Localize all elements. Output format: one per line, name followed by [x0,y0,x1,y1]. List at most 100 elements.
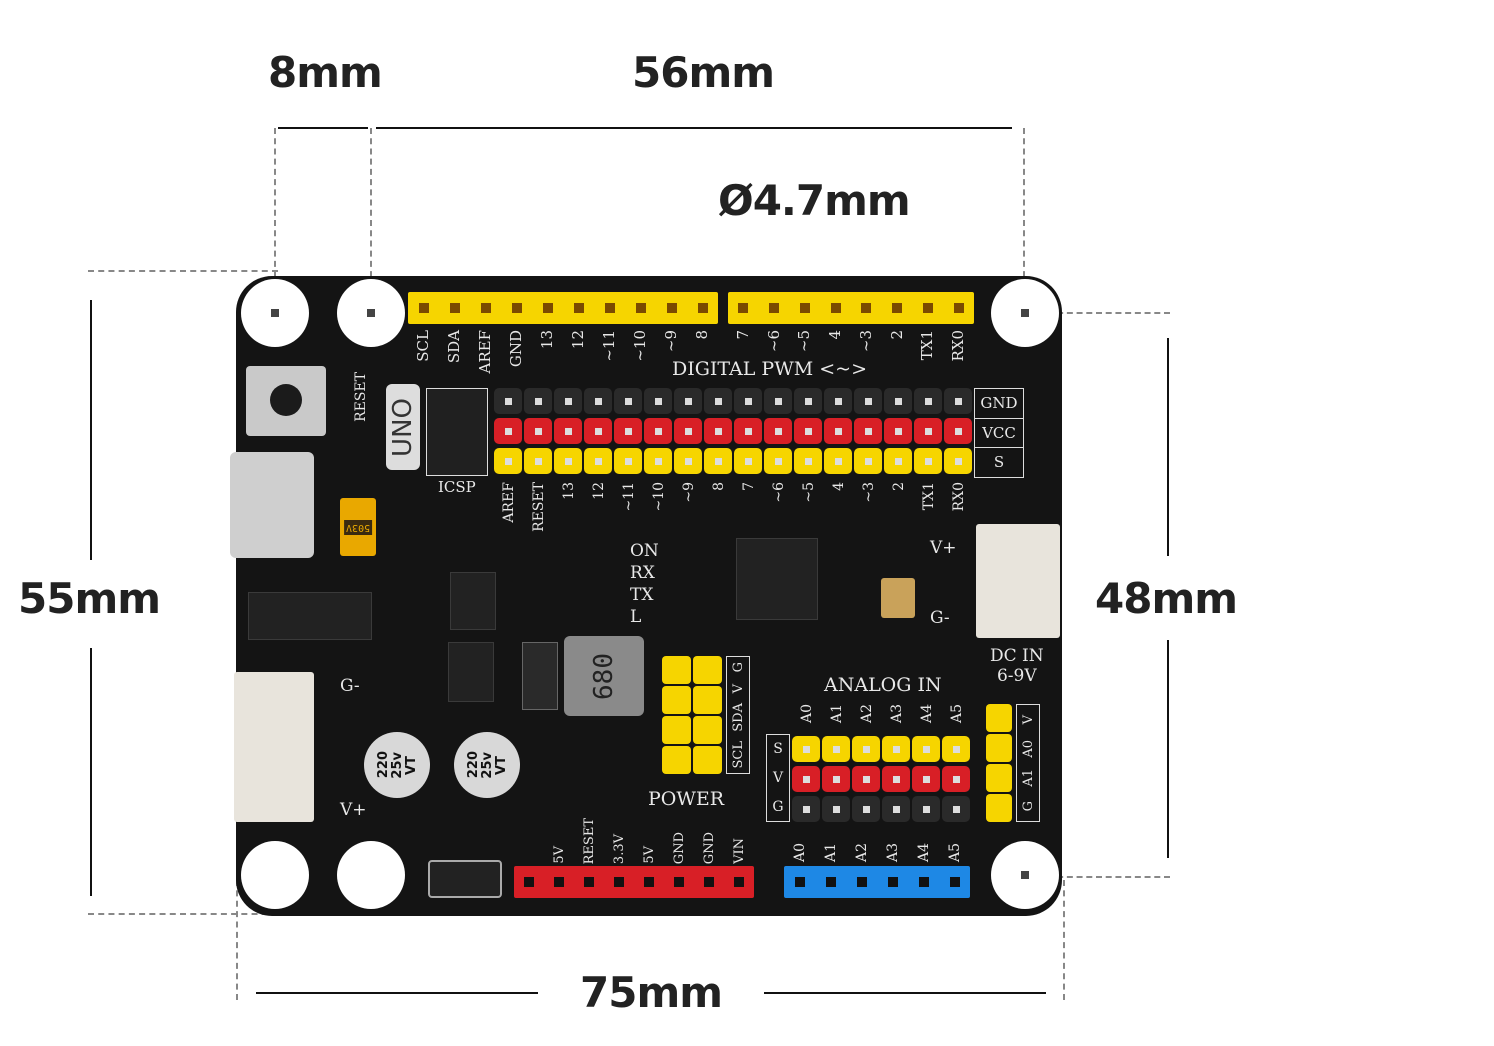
guide-line [88,913,278,915]
pin-label: ~10 [631,330,649,362]
icsp-label: ICSP [438,478,476,496]
bottom-analog-label: A3 [884,842,901,862]
analog-label: A3 [889,704,905,724]
regulator-chip [450,572,496,630]
guide-line [1028,876,1170,878]
pin-label: GND [507,330,525,368]
pin-label: RX0 [949,330,968,362]
pin-label: 4 [831,482,847,491]
crystal [881,578,915,618]
smd-diode [428,860,502,898]
top-header-right [728,292,974,324]
power-labels: 5V RESET 3.3V 5V GND GND VIN [544,812,754,864]
reset-label: RESET [353,372,369,422]
analog-row-vcc [792,766,972,792]
pin-label: SCL [414,330,432,362]
power-label: GND [671,831,687,864]
analog-row-label: S [773,741,783,758]
led-label-tx: TX [630,585,654,605]
analog-header [784,866,970,898]
pin-label: 13 [561,482,577,500]
mounting-hole [337,279,405,347]
dim-hole-span-horizontal: 56mm [632,48,775,97]
led-label-on: ON [630,541,659,561]
guide-line [236,880,238,1000]
sensor-row-signal [494,448,974,474]
fuse: 503V [340,498,376,556]
pin-label: 12 [591,482,607,500]
power-header [514,866,754,898]
arrow-75mm-left [256,992,538,994]
icsp-header [426,388,488,476]
row-label-s: S [993,453,1005,472]
pin-label: ~11 [600,330,618,362]
arrow-56mm [376,127,1012,129]
sensor-pin-labels: AREF RESET 13 12 ~11 ~10 ~9 8 7 ~6 ~5 4 … [494,482,974,532]
mounting-hole [991,841,1059,909]
power-label: VIN [731,838,747,864]
pin-label: ~6 [771,482,787,503]
mounting-hole [241,841,309,909]
left-vplus-label: V+ [340,800,367,820]
led-label-l: L [630,607,642,627]
guide-line [370,128,372,318]
dim-hole-offset: 8mm [268,48,383,97]
analog-label: A1 [829,704,845,724]
digital-pwm-title: DIGITAL PWM <~> [672,358,868,380]
dim-hole-span-vertical: 48mm [1095,574,1238,623]
arrow-8mm [278,127,368,129]
led-labels: ON RX TX L [630,540,659,628]
guide-line [1028,312,1170,314]
pin-label: TX1 [918,330,937,361]
side-header-label: A1 [1020,768,1036,787]
bottom-analog-label: A0 [791,842,808,862]
mounting-hole [337,841,405,909]
pin-label: AREF [476,330,494,374]
pin-label: ~3 [856,330,875,353]
dc-gminus-label: G- [930,608,950,628]
pin-label: 4 [826,330,845,340]
side-header-legend: V A0 A1 G [1016,704,1040,822]
side-header-label: V [1020,714,1036,725]
bottom-analog-label: A1 [822,842,839,862]
pin-label: TX1 [921,482,937,511]
guide-line [274,128,276,318]
pin-label: 12 [569,330,587,350]
i2c-label: V [730,683,746,694]
arrow-48mm-lower [1167,640,1169,858]
arrow-55mm [90,300,92,560]
pin-label: ~11 [621,482,637,512]
pin-label: ~10 [651,482,667,512]
row-label-gnd: GND [975,389,1023,419]
xl1509-chip [448,642,494,702]
ch340-chip [248,592,372,640]
pin-label: RESET [531,482,547,532]
i2c-legend: G V SDA SCL [726,656,750,774]
sensor-row-vcc [494,418,974,444]
analog-label: A0 [799,704,815,724]
bottom-analog-label: A4 [915,842,932,862]
mounting-hole [241,279,309,347]
analog-row-signal [792,736,972,762]
pin-label: 2 [891,482,907,491]
pin-label: ~6 [764,330,783,353]
bottom-analog-labels: A0 A1 A2 A3 A4 A5 [784,832,970,862]
analog-label: A5 [949,704,965,724]
power-label: GND [701,831,717,864]
bottom-analog-label: A2 [853,842,870,862]
pin-label: ~3 [861,482,877,503]
guide-line [1063,880,1065,1000]
power-label: 3.3V [611,833,627,864]
pin-label: 2 [887,330,906,340]
top-header-left [408,292,718,324]
pin-label: 7 [733,330,752,340]
inductor: 680 [564,636,644,716]
arrow-75mm-right [764,992,1046,994]
guide-line [88,270,278,272]
pin-label: 8 [711,482,727,491]
analog-in-title: ANALOG IN [824,674,942,696]
dc-in-connector [976,524,1060,638]
battery-connector [234,672,314,822]
analog-label: A2 [859,704,875,724]
